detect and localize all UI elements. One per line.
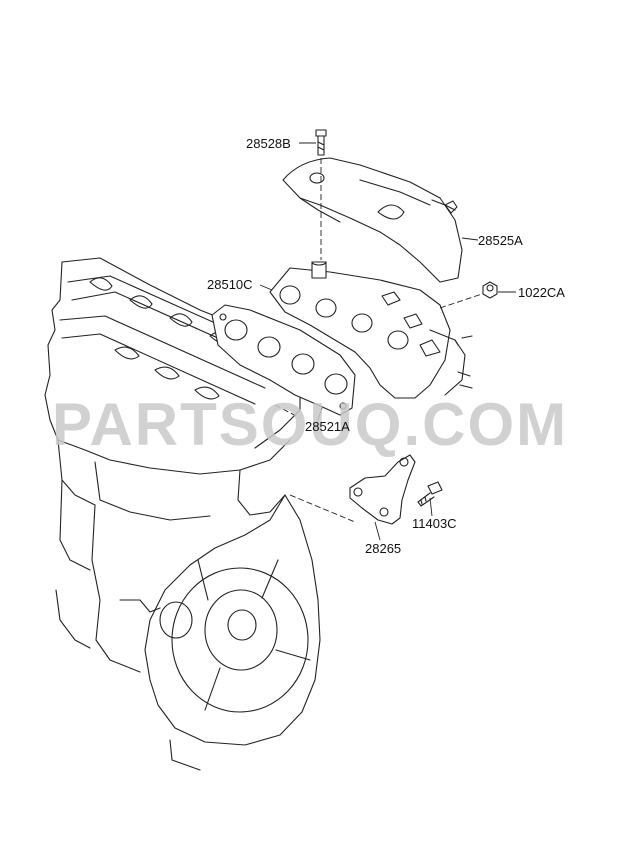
part-label-1022CA[interactable]: 1022CA xyxy=(518,285,565,300)
engine-block-drawing xyxy=(44,257,321,771)
part-label-28521A[interactable]: 28521A xyxy=(305,419,350,434)
nut-1022CA-drawing xyxy=(482,281,498,299)
exhaust-manifold-drawing xyxy=(269,261,489,399)
bolt-11403C-drawing xyxy=(417,481,443,507)
part-label-28525A[interactable]: 28525A xyxy=(478,233,523,248)
leader-lines xyxy=(259,142,516,541)
part-label-28510C[interactable]: 28510C xyxy=(207,277,253,292)
part-label-28528B[interactable]: 28528B xyxy=(246,136,291,151)
bracket-drawing xyxy=(289,454,416,525)
part-label-11403C[interactable]: 11403C xyxy=(412,516,457,531)
heat-shield-drawing xyxy=(282,157,463,283)
gasket-drawing xyxy=(211,304,356,419)
bolt-28528B-drawing xyxy=(315,129,327,260)
part-label-28265[interactable]: 28265 xyxy=(365,541,401,556)
watermark-text: PARTSOUQ.COM xyxy=(52,391,568,458)
